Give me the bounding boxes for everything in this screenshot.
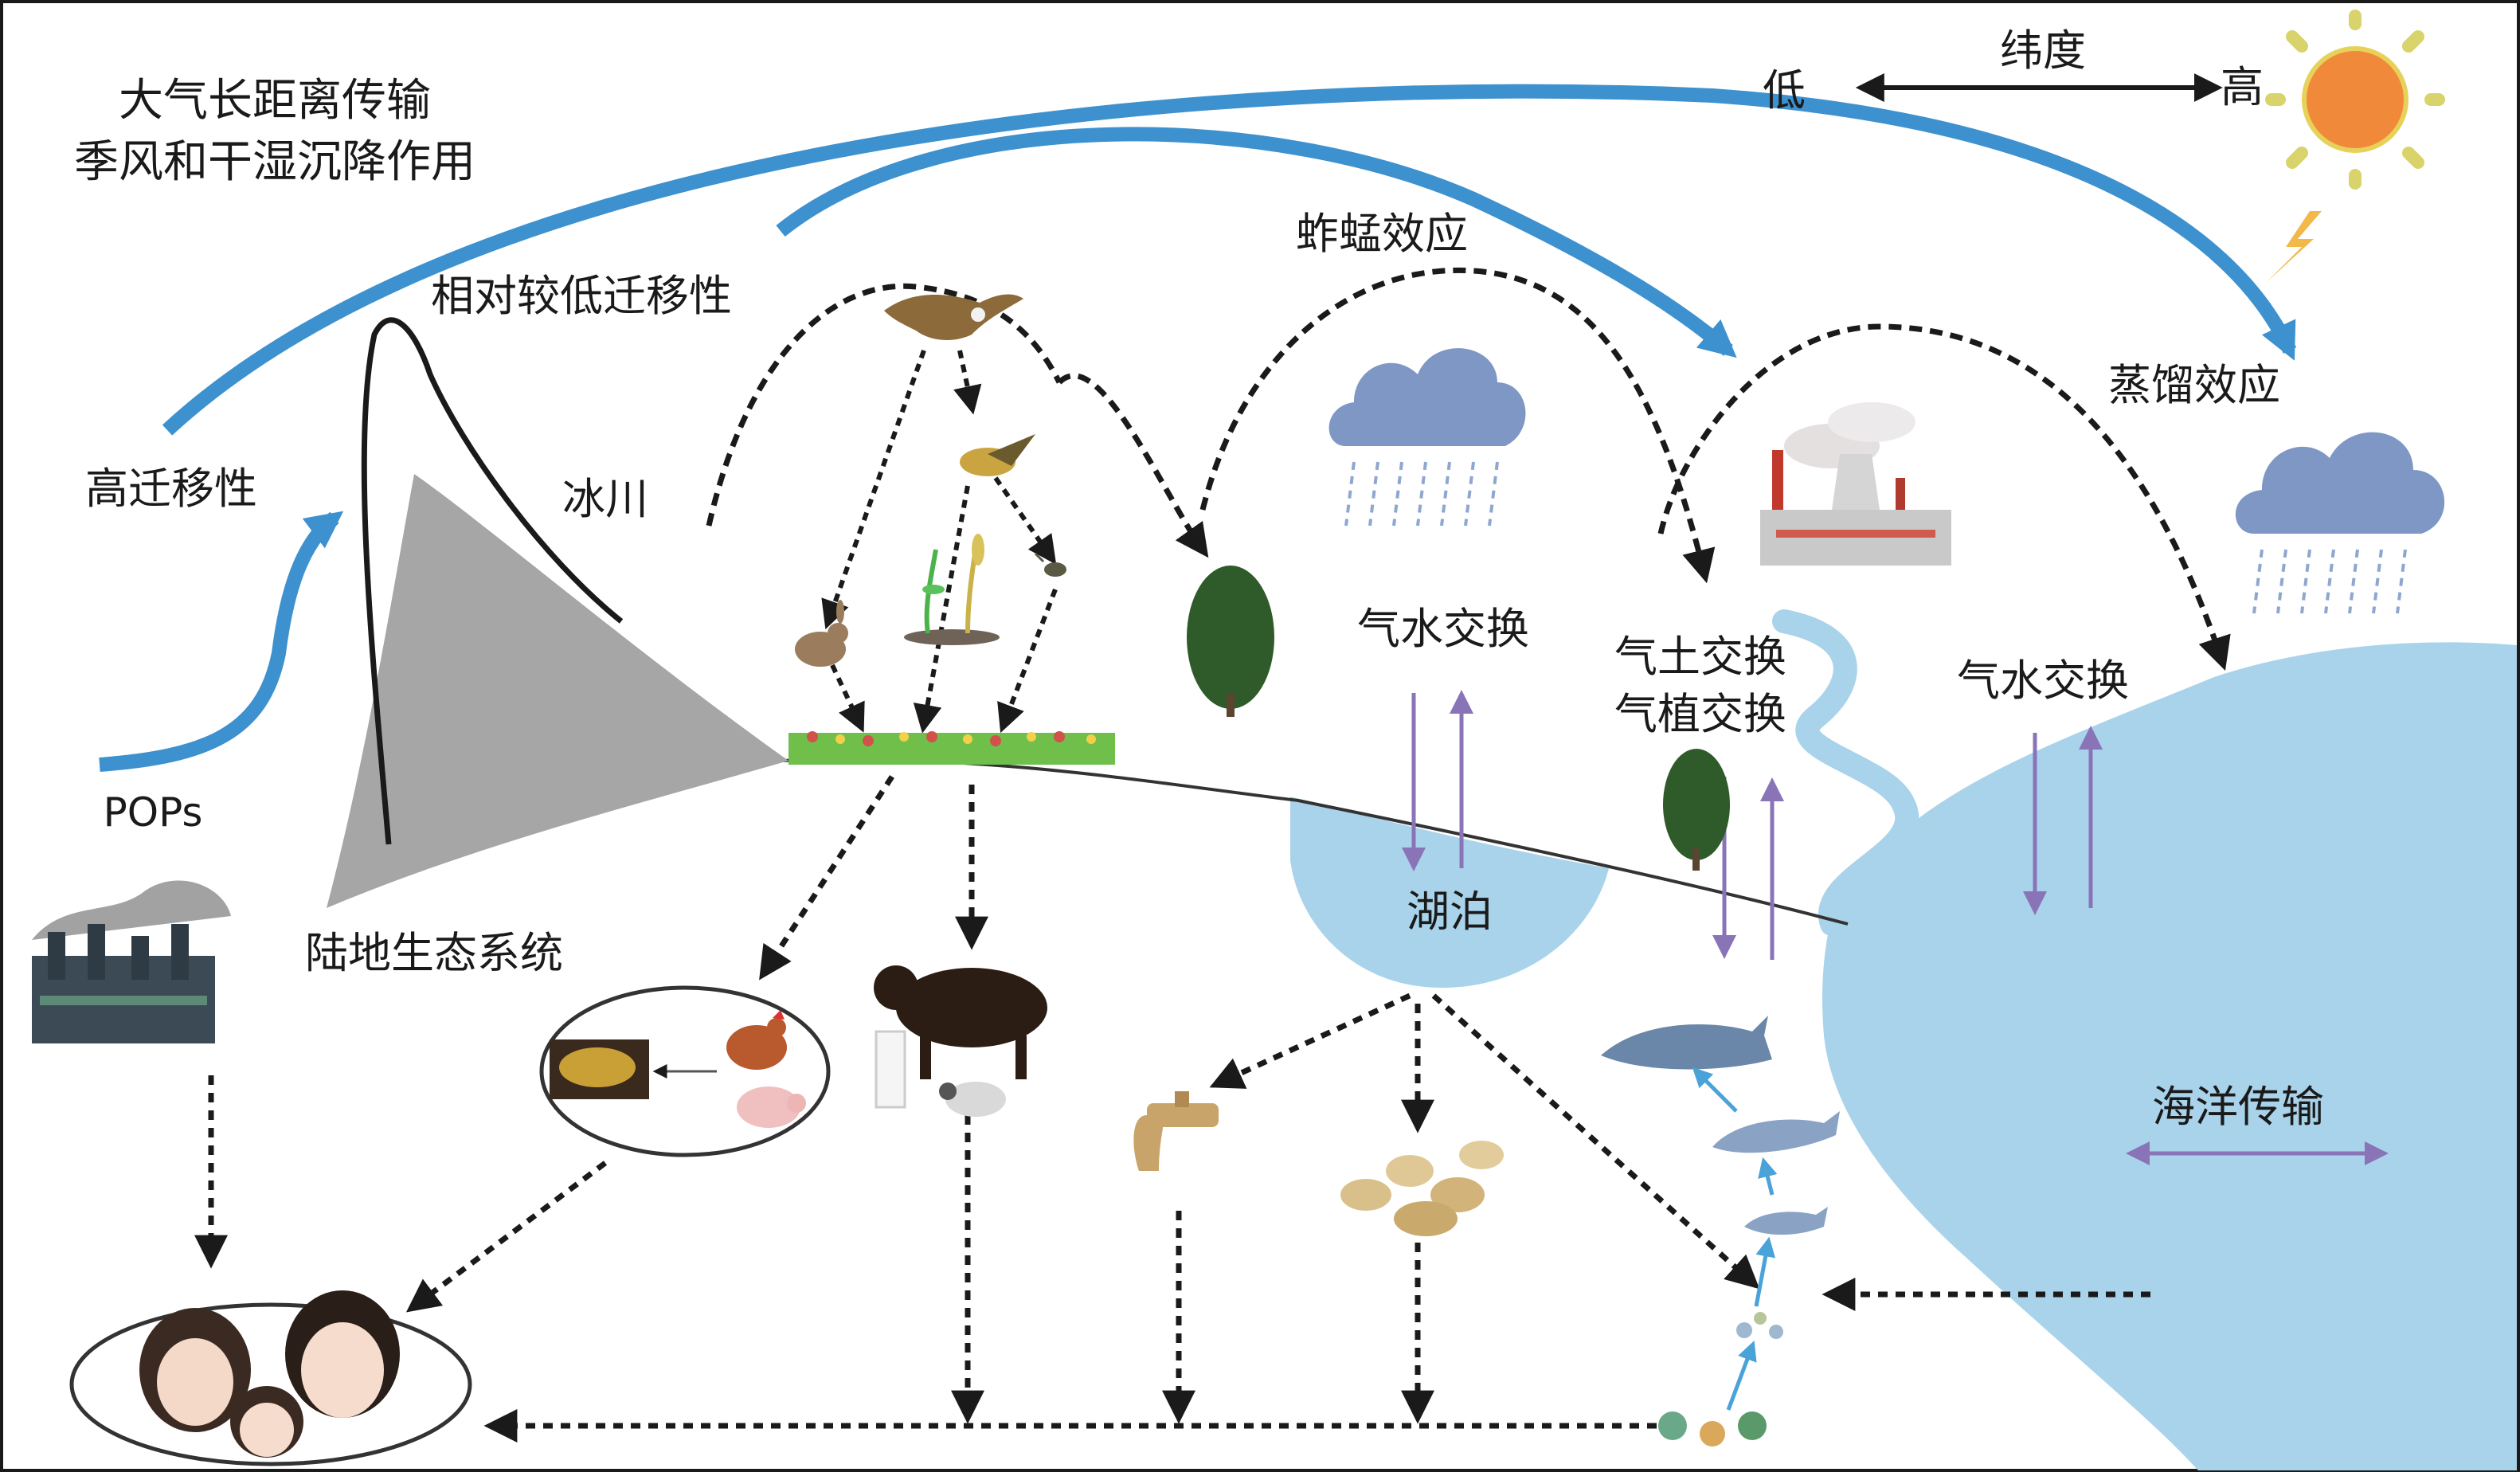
hop-arrow-3 [1657, 323, 2231, 671]
fish-icon [1712, 1111, 1840, 1153]
air-water-exchange-label-2: 气水交换 [1957, 656, 2129, 706]
human-family-icon [139, 1290, 400, 1458]
insect-icon [1034, 552, 1066, 577]
latitude-label: 纬度 [2000, 25, 2086, 76]
factory-icon [32, 880, 231, 1043]
high-mobility-arrow [99, 511, 344, 772]
livestock-group [539, 985, 831, 1157]
grasshopper-effect-label: 蚱蜢效应 [1296, 209, 1468, 259]
food-arrow-insect-grass [997, 588, 1058, 734]
eagle-icon [884, 294, 1023, 340]
rain-cloud-icon [1328, 348, 1526, 527]
chicken-icon [726, 1010, 787, 1070]
sun-icon [2265, 10, 2445, 190]
glacier-label: 冰川 [562, 474, 648, 524]
chain-arrow-2 [1754, 1236, 1776, 1307]
rain-cloud-icon [2235, 432, 2445, 614]
plankton-icon [1658, 1411, 1767, 1447]
faucet-icon [1133, 1091, 1219, 1171]
chain-arrow-4 [1692, 1067, 1738, 1113]
latitude-high-label: 高 [2221, 62, 2264, 112]
food-arrow-eagle-bird [953, 350, 982, 415]
glacier-mountain [327, 474, 788, 908]
chain-arrow-3 [1758, 1157, 1778, 1196]
shark-icon [1601, 1016, 1772, 1070]
river [1772, 609, 1919, 936]
tree-icon [1187, 566, 1274, 717]
lightning-icon [2266, 211, 2322, 283]
ocean-transport-label: 海洋传输 [2152, 1082, 2324, 1132]
rabbit-icon [795, 600, 848, 667]
arrow-lake-fish [1431, 993, 1760, 1290]
grain-tray-icon [550, 1039, 649, 1099]
hop-arrow-1 [706, 283, 1062, 527]
air-water-exchange-label-1: 气水交换 [1357, 604, 1529, 654]
arrow-grass-livestock [759, 775, 894, 981]
air-soil-exchange-label: 气土交换 [1614, 632, 1786, 682]
root-vegetable-icon [1340, 1141, 1504, 1236]
atmos-transport-label-line2: 季风和干湿沉降作用 [74, 136, 475, 188]
food-arrow-bird-grass [913, 485, 970, 734]
milk-glass-icon [875, 1030, 906, 1109]
power-plant-icon [1760, 402, 1951, 566]
ox-icon [874, 965, 1047, 1079]
humans-group [69, 1302, 472, 1466]
low-mobility-curve [361, 317, 624, 845]
tree-icon [1663, 749, 1730, 871]
low-mobility-label: 相对较低迁移性 [431, 271, 732, 321]
sheep-icon [939, 1082, 1006, 1117]
distillation-effect-label: 蒸馏效应 [2108, 360, 2280, 410]
air-plant-exchange-label: 气植交换 [1614, 689, 1786, 739]
lake-label: 湖泊 [1407, 887, 1493, 937]
food-arrow-rabbit-grass [830, 664, 865, 733]
high-mobility-label: 高迁移性 [85, 464, 257, 514]
atmos-transport-arrow-inner [776, 127, 1737, 358]
grass-strip-icon [788, 731, 1115, 765]
atmos-transport-arrow-outer [162, 84, 2297, 436]
food-arrow-eagle-rabbit [821, 350, 926, 630]
plankton-icon [1736, 1312, 1783, 1339]
arrow-lake-faucet [1209, 992, 1411, 1089]
chain-arrow-1 [1726, 1340, 1757, 1411]
bird-icon [960, 434, 1035, 476]
latitude-low-label: 低 [1763, 65, 1806, 115]
atmos-transport-label-line1: 大气长距离传输 [119, 75, 431, 127]
pops-label: POPs [104, 789, 203, 836]
ocean [1822, 642, 2517, 1470]
food-arrow-bird-insect [993, 476, 1057, 565]
lake [1290, 797, 1609, 988]
plant-sprout-icon [904, 534, 1000, 645]
terrestrial-ecosystem-label: 陆地生态系统 [305, 928, 563, 978]
arrow-livestock-humans [405, 1161, 608, 1313]
fish-icon [1744, 1207, 1828, 1235]
pig-icon [737, 1086, 806, 1128]
